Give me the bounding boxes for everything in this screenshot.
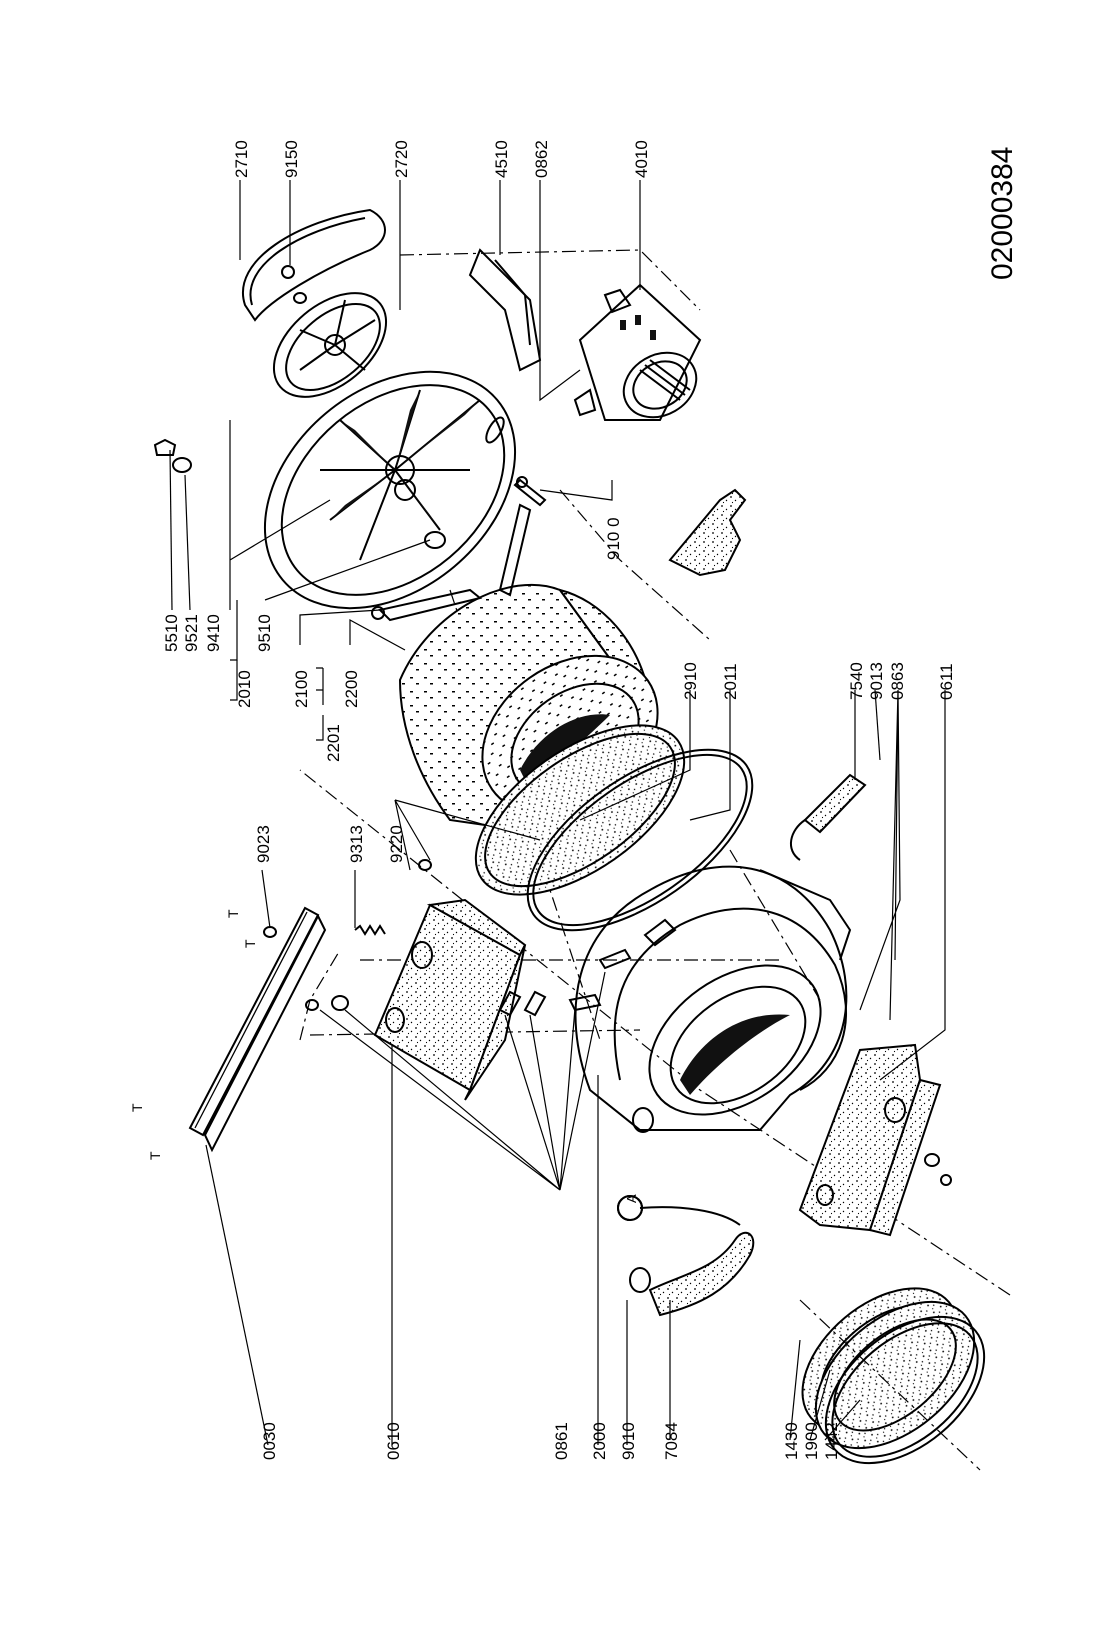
small-washers [305, 859, 432, 1011]
label-7084: 7084 [662, 1422, 681, 1460]
label-2720: 2720 [392, 140, 411, 178]
heater-4510 [468, 248, 542, 372]
drive-belt-2710 [242, 208, 386, 322]
label-4510: 4510 [492, 140, 511, 178]
label-1900: 1900 [802, 1422, 821, 1460]
label-2201: 2201 [324, 724, 343, 762]
label-5510: 5510 [162, 614, 181, 652]
door-seal-part [799, 1287, 986, 1471]
motor-4010 [573, 283, 702, 421]
label-2100: 2100 [292, 670, 311, 708]
label-9013: 9013 [867, 662, 886, 700]
circle-a-marker: A [624, 1194, 639, 1203]
label-1442: 1442 [822, 1422, 841, 1460]
t-marker-2: T [129, 1103, 145, 1112]
bearing-9510 [424, 531, 446, 549]
tub-front-part [574, 865, 852, 1133]
document-number: 02000384 [986, 147, 1019, 280]
label-0611: 0611 [937, 663, 956, 700]
spring-9313 [354, 924, 386, 936]
label-7540: 7540 [847, 662, 866, 700]
counterweight-bottom-part [798, 1043, 952, 1237]
hose-7084 [617, 1195, 755, 1317]
t-marker-1: T [147, 1151, 163, 1160]
label-0610: 0610 [384, 1422, 403, 1460]
label-4010: 4010 [632, 140, 651, 178]
top-beam-part [188, 906, 327, 1153]
label-9521: 9521 [182, 614, 201, 652]
part-number-labels: 0030 0610 0861 2000 9010 7084 1430 1900 … [162, 140, 956, 1460]
group-braces [230, 600, 324, 741]
counterweight-top-part [373, 898, 527, 1101]
hose-7540 [790, 773, 867, 861]
label-0861: 0861 [552, 1422, 571, 1460]
label-9023: 9023 [254, 825, 273, 863]
label-2011: 2011 [721, 663, 740, 700]
label-0030: 0030 [260, 1422, 279, 1460]
motor-bracket [668, 488, 747, 577]
label-9010: 9010 [619, 1422, 638, 1460]
tub-seal-2011 [526, 748, 754, 932]
leader-lines [169, 180, 946, 1446]
label-9220: 9220 [387, 825, 406, 863]
tub-gasket-2910 [474, 724, 686, 896]
label-2200: 2200 [342, 670, 361, 708]
label-9313: 9313 [347, 825, 366, 863]
label-9150: 9150 [282, 140, 301, 178]
label-2000: 2000 [590, 1422, 609, 1460]
bearings-5510-9521 [153, 438, 192, 473]
label-9100: 910 0 [604, 517, 623, 560]
label-2010: 2010 [235, 670, 254, 708]
tub-back-part [263, 370, 517, 610]
washer-9023 [263, 926, 277, 938]
label-0862: 0862 [532, 140, 551, 178]
label-9510: 9510 [255, 614, 274, 652]
t-marker-4: T [242, 939, 258, 948]
label-0863: 0863 [888, 662, 907, 700]
pulley-2720 [272, 292, 388, 398]
brackets-0861 [498, 918, 677, 1017]
shock-absorber [513, 476, 547, 507]
t-marker-3: T [225, 909, 241, 918]
label-9410: 9410 [204, 614, 223, 652]
nut-9150 [281, 265, 307, 304]
label-2910: 2910 [681, 662, 700, 700]
label-1430: 1430 [782, 1422, 801, 1460]
label-2710: 2710 [232, 140, 251, 178]
marker-symbols: A T T T T [129, 909, 643, 1221]
